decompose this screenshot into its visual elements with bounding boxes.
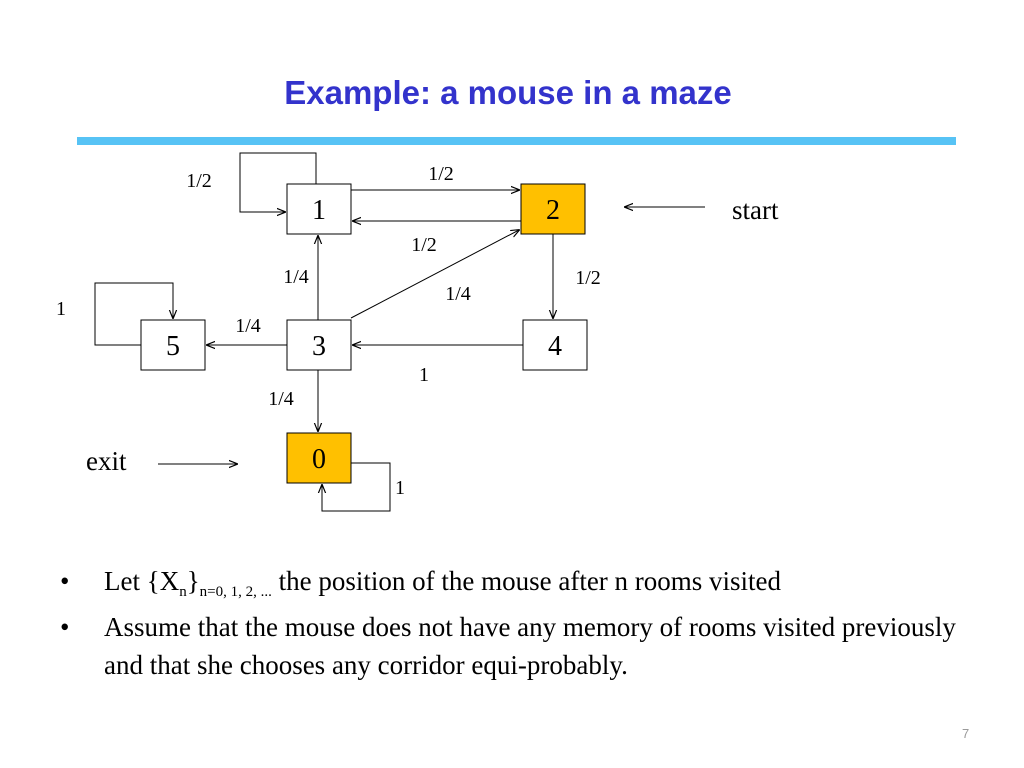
node-4-label: 4	[548, 331, 562, 362]
start-label: start	[732, 195, 779, 225]
edge-label-1-self: 1/2	[186, 170, 212, 192]
node-0: 0	[286, 432, 352, 484]
bullet-1-prefix: Let {X	[104, 566, 180, 596]
node-1: 1	[286, 183, 352, 235]
exit-label: exit	[86, 446, 127, 476]
bullet-dot-icon: •	[60, 566, 70, 596]
bullet-2-text: Assume that the mouse does not have any …	[104, 612, 956, 680]
node-2-label: 2	[546, 195, 560, 226]
edge-3-to-2	[350, 230, 519, 319]
slide-title: Example: a mouse in a maze	[284, 74, 732, 111]
node-5: 5	[140, 319, 206, 371]
node-1-label: 1	[312, 195, 326, 226]
node-3: 3	[286, 319, 352, 371]
node-2: 2	[520, 183, 586, 235]
edge-label-4-to-3: 1	[419, 364, 429, 386]
title-rule	[77, 137, 956, 145]
edge-label-2-to-4: 1/2	[575, 267, 601, 289]
edge-label-3-to-2: 1/4	[445, 283, 471, 305]
edge-label-0-self: 1	[395, 477, 405, 499]
page-number: 7	[962, 726, 970, 741]
node-0-label: 0	[312, 444, 326, 475]
node-5-label: 5	[166, 331, 180, 362]
edge-label-3-to-5: 1/4	[235, 315, 261, 337]
edge-label-2-to-1: 1/2	[411, 234, 437, 256]
bullet-list: • Let {Xn}n=0, 1, 2, ... the position of …	[58, 562, 998, 692]
edge-0-self-loop	[322, 462, 391, 512]
bullet-1-subscript-n: n	[179, 584, 187, 600]
bullet-1-suffix: the position of the mouse after n rooms …	[271, 566, 782, 596]
bullet-1-brace: }	[186, 566, 200, 596]
node-4: 4	[522, 319, 588, 371]
edge-1-self-loop	[239, 152, 317, 212]
bullet-item-memoryless-assumption: • Assume that the mouse does not have any…	[58, 608, 998, 684]
bullet-1-subscript-range: n=0, 1, 2, ...	[199, 584, 272, 600]
edge-5-self-loop	[94, 282, 173, 346]
edge-label-1-to-2: 1/2	[428, 163, 454, 185]
bullet-item-state-definition: • Let {Xn}n=0, 1, 2, ... the position of …	[58, 562, 998, 600]
node-3-label: 3	[312, 331, 326, 362]
edge-label-5-self: 1	[56, 298, 66, 320]
edge-label-3-to-1: 1/4	[283, 266, 309, 288]
edge-label-3-to-0: 1/4	[268, 388, 294, 410]
bullet-dot-icon: •	[60, 612, 70, 642]
